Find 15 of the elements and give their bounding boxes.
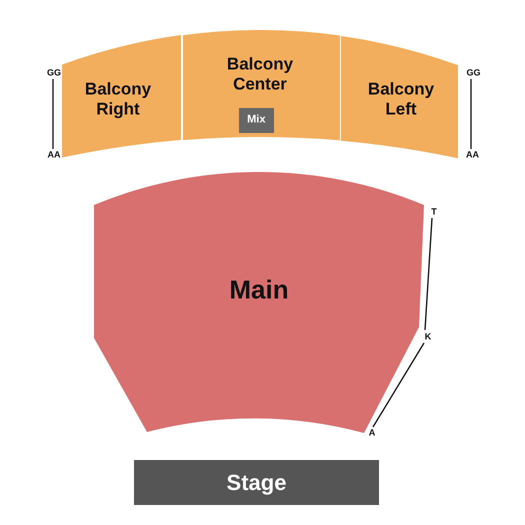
row-label: T	[431, 208, 437, 216]
section-label: Balcony Center	[226, 54, 294, 96]
row-label: GG	[47, 68, 61, 78]
row-label: A	[368, 428, 376, 438]
row-label: AA	[48, 150, 60, 160]
row-label: K	[424, 332, 432, 342]
row-label: AA	[466, 150, 479, 160]
mix-label: Mix	[247, 114, 266, 128]
row-label: GG	[466, 68, 480, 78]
stage-label: Stage	[226, 469, 286, 496]
mix-booth	[238, 108, 274, 133]
section-label: Balcony Right	[84, 80, 152, 120]
section-label: Main	[229, 274, 289, 306]
section-label: Balcony Left	[368, 80, 434, 120]
stage-block	[134, 460, 379, 505]
